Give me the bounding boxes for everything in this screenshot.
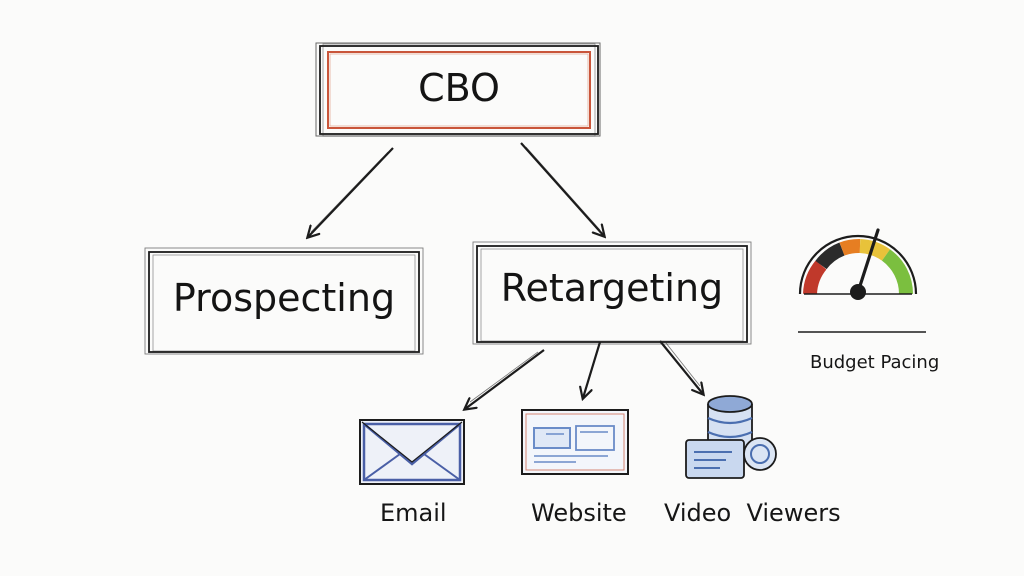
budget-gauge-icon	[798, 228, 918, 300]
retargeting-node: Retargeting	[471, 240, 753, 348]
website-browser-icon	[521, 409, 629, 475]
budget-pacing-label: Budget Pacing	[810, 352, 940, 373]
arrow-retargeting-to-video-viewers	[659, 340, 703, 394]
cbo-node-frame	[315, 42, 601, 137]
arrow-retargeting-to-email	[465, 349, 545, 409]
prospecting-node: Prospecting	[143, 246, 425, 358]
audience-database-icon	[685, 395, 777, 479]
gauge-divider	[798, 331, 926, 333]
prospecting-node-frame	[144, 247, 424, 355]
envelope-icon	[359, 419, 465, 485]
cbo-node: CBO	[314, 40, 604, 140]
cbo-label: CBO	[418, 66, 500, 110]
website-label: Website	[531, 499, 627, 527]
video-viewers-label: Video Viewers	[664, 499, 841, 527]
email-label: Email	[380, 499, 447, 527]
retargeting-node-frame	[472, 241, 752, 345]
prospecting-label: Prospecting	[172, 276, 396, 320]
arrow-retargeting-to-website	[583, 341, 602, 398]
arrow-cbo-to-prospecting	[308, 147, 394, 237]
arrow-cbo-to-retargeting	[520, 142, 604, 236]
retargeting-label: Retargeting	[500, 266, 724, 310]
